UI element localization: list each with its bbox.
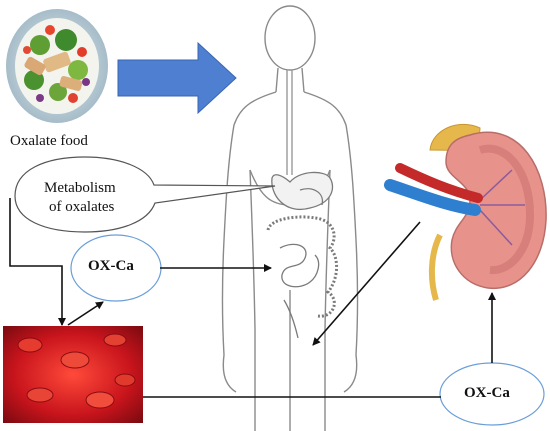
pathway-connectors [9,198,496,398]
salad-plate-illustration [6,9,108,123]
food-intake-arrow [117,41,237,115]
metabolism-bubble [14,156,276,233]
oxalate-food-label: Oxalate food [10,133,88,149]
digestive-system [266,171,338,339]
kidney-to-body-arrow [312,221,421,346]
oxca-label-left: OX-Ca [88,258,134,274]
renal-artery [395,163,483,203]
renal-vein [384,179,481,216]
metabolism-to-blood-line [9,198,66,326]
blood-cells-illustration [3,326,143,423]
kidney-illustration [428,123,547,301]
metabolism-label-line2: of oxalates [49,199,115,215]
blood-to-oxca-arrow [67,301,104,326]
metabolism-label-line1: Metabolism [44,180,116,196]
oxca-label-right: OX-Ca [464,385,510,401]
human-body-outline [221,5,359,431]
